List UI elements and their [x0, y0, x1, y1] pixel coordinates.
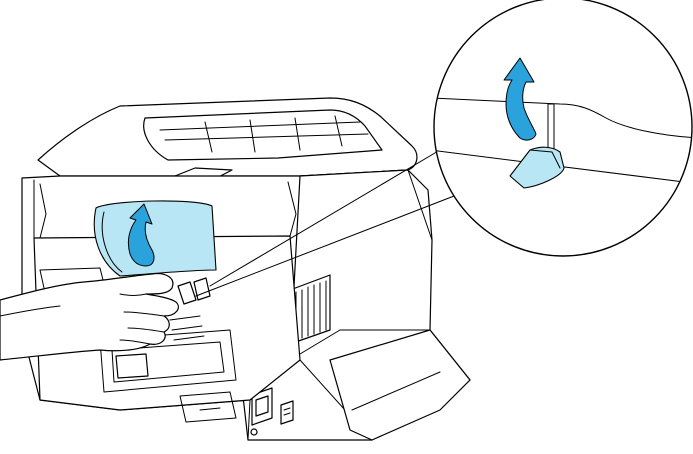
- printer-icon: [21, 97, 471, 441]
- release-lever-icon: [177, 277, 211, 305]
- up-arrow-icon: [127, 203, 155, 267]
- printer-foot-screw: [250, 428, 258, 436]
- zoomed-up-arrow-icon: [503, 57, 537, 141]
- power-switch-icon: [280, 400, 294, 425]
- zoomed-lever-icon: [509, 146, 565, 189]
- jammed-paper: [93, 200, 217, 277]
- hand-icon: [0, 273, 179, 361]
- printer-output-tray: [143, 109, 383, 161]
- power-socket-icon: [251, 387, 273, 426]
- magnifier-callout-lines: [195, 149, 455, 297]
- magnifier-callout-icon: [433, 0, 693, 257]
- printer-paper-tray: [329, 329, 471, 441]
